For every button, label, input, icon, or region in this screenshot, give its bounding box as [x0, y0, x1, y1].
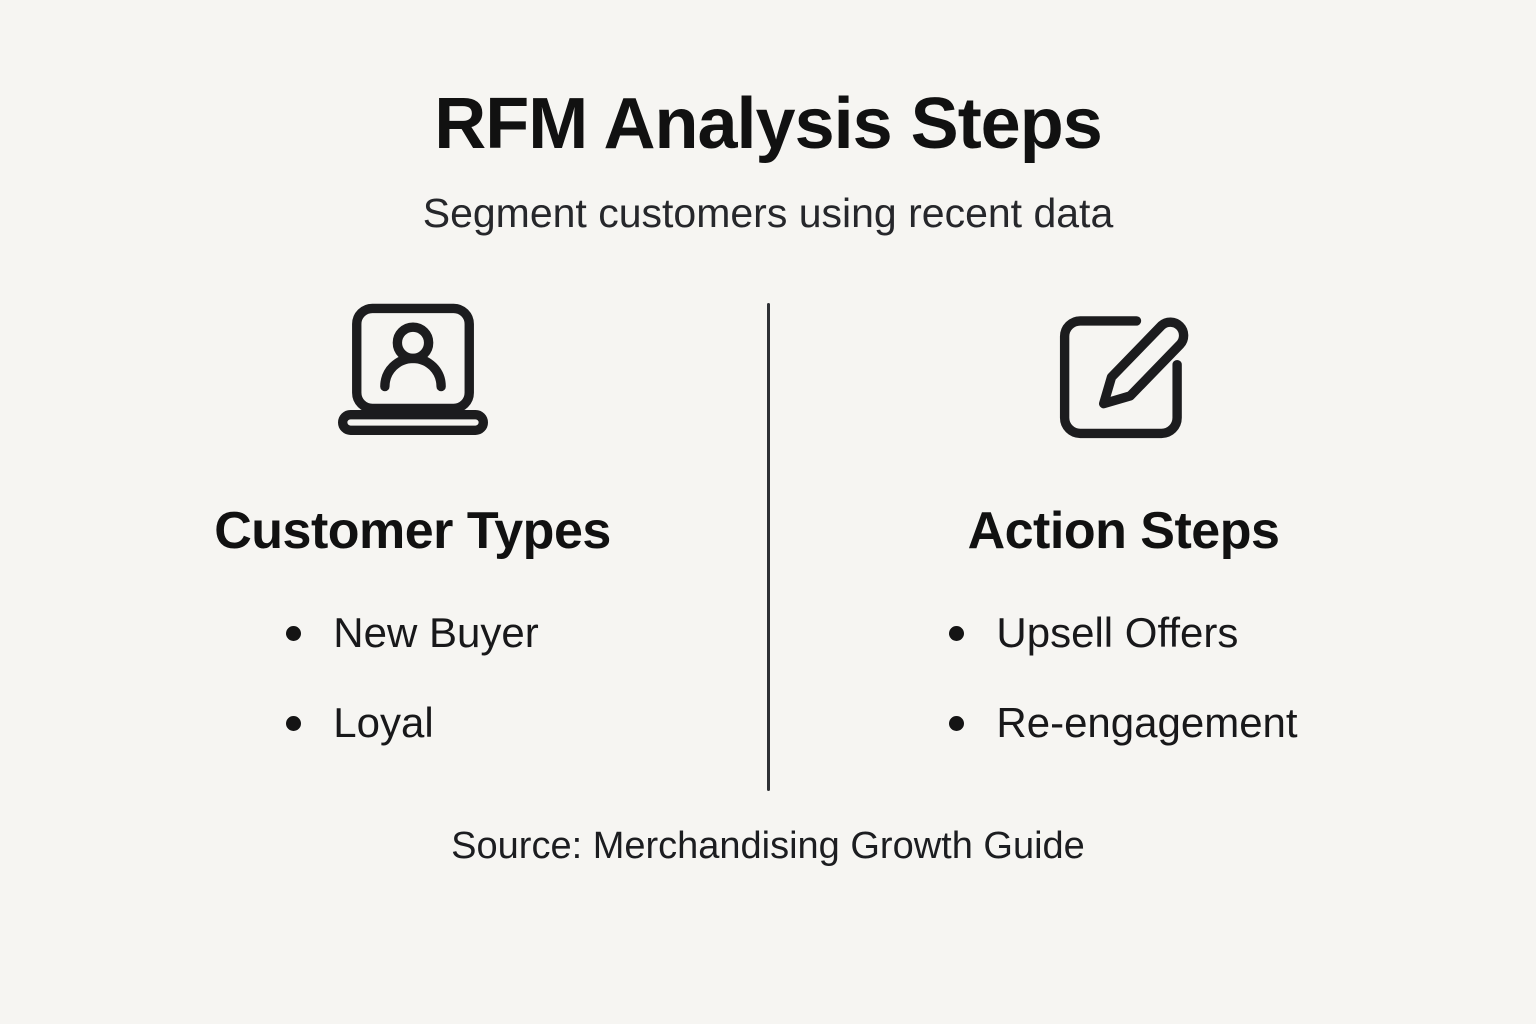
list-item: New Buyer — [286, 609, 539, 657]
bullet-icon — [286, 715, 302, 731]
list-item: Loyal — [286, 699, 538, 747]
column-heading: Customer Types — [214, 502, 611, 560]
list-item-label: New Buyer — [333, 609, 539, 656]
list-item-label: Loyal — [333, 699, 434, 746]
column-action-steps: Action Steps Upsell Offers Re-engagement — [794, 299, 1454, 791]
source-footer: Source: Merchandising Growth Guide — [451, 825, 1085, 867]
column-heading: Action Steps — [967, 502, 1280, 560]
vertical-divider — [766, 303, 770, 791]
bullet-icon — [949, 625, 965, 641]
list-item-label: Upsell Offers — [996, 609, 1239, 656]
bullet-icon — [286, 625, 302, 641]
action-steps-list: Upsell Offers Re-engagement — [949, 609, 1298, 789]
page-title: RFM Analysis Steps — [434, 84, 1103, 164]
column-customer-types: Customer Types New Buyer Loyal — [83, 299, 743, 791]
page-subtitle: Segment customers using recent data — [422, 190, 1114, 236]
edit-pencil-icon — [1044, 299, 1204, 449]
list-item: Upsell Offers — [949, 609, 1297, 657]
list-item-label: Re-engagement — [996, 699, 1298, 746]
columns-container: Customer Types New Buyer Loyal Action St… — [58, 299, 1478, 791]
list-item: Re-engagement — [949, 699, 1298, 747]
person-on-laptop-icon — [333, 299, 493, 449]
customer-types-list: New Buyer Loyal — [286, 609, 539, 789]
bullet-icon — [949, 715, 965, 731]
